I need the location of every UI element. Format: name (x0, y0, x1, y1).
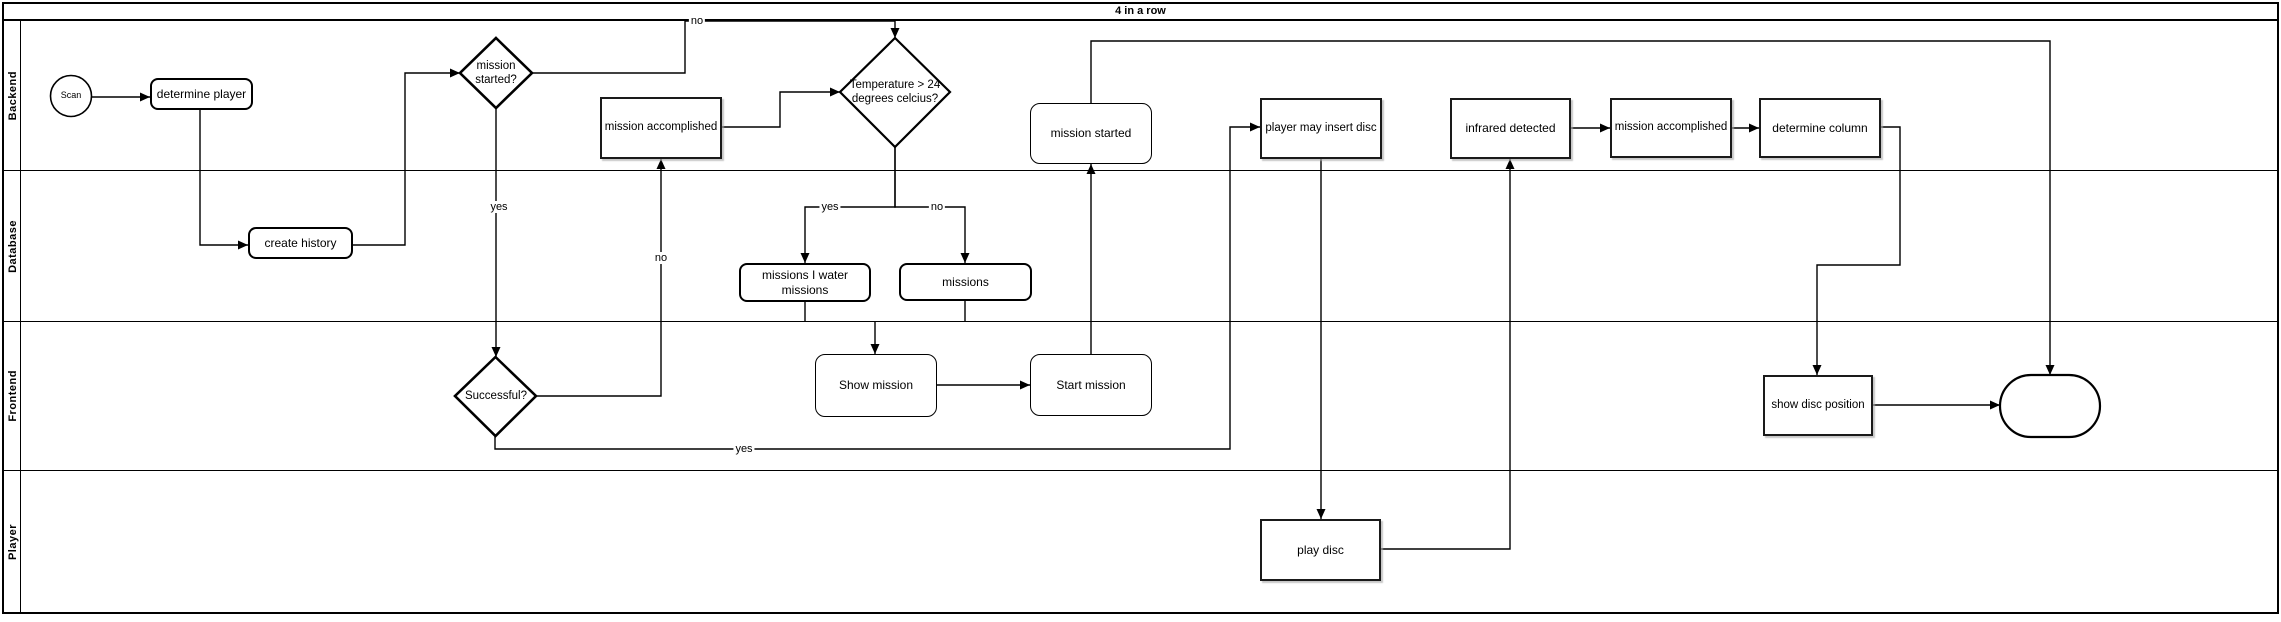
lane-separator-3 (2, 470, 2279, 471)
process-label: create history (264, 235, 337, 250)
task-label: mission accomplished (604, 121, 718, 134)
task-determine-column[interactable]: determine column (1759, 98, 1881, 158)
successful-decision-shape[interactable] (453, 355, 538, 438)
task-label: mission accomplished (1614, 121, 1728, 134)
task-label: play disc (1297, 542, 1344, 557)
lane-label-column-separator (20, 20, 21, 614)
start-event-label: Scan (60, 90, 82, 101)
edge-successful-q-no-to-mission-accomplished-1 (536, 159, 666, 397)
start-event-shape[interactable] (49, 74, 93, 118)
lane-separator-1 (2, 170, 2279, 171)
process-create-history[interactable]: create history (248, 227, 353, 259)
start-event-scan[interactable]: Scan (51, 76, 91, 116)
pool-title: 4 in a row (1115, 5, 1166, 17)
end-event-shape[interactable] (1998, 373, 2102, 439)
task-player-may-insert-disc[interactable]: player may insert disc (1260, 98, 1382, 159)
task-mission-accomplished-2[interactable]: mission accomplished (1610, 98, 1732, 158)
edge-label-no-temperature: no (928, 201, 946, 213)
mission-started-decision-shape[interactable] (458, 36, 534, 110)
decision-label: Successful? (464, 389, 527, 402)
edge-determine-column-to-show-disc-position (1812, 126, 1901, 375)
edge-successful-q-yes-to-player-may-insert-disc (494, 122, 1260, 450)
edge-play-disc-to-infrared-detected (1381, 159, 1515, 550)
edge-mission-started-to-end (1090, 40, 2055, 375)
process-start-mission[interactable]: Start mission (1030, 354, 1152, 416)
edge-mission-started-q-no-to-temperature-q (532, 20, 900, 74)
pool-title-separator (2, 19, 2279, 21)
process-missions-water-missions[interactable]: missions I water missions (739, 263, 871, 302)
decision-label: mission started? (475, 59, 517, 86)
task-play-disc[interactable]: play disc (1260, 519, 1381, 581)
temperature-decision-shape[interactable] (838, 36, 952, 149)
process-label: missions (942, 274, 989, 289)
decision-temperature-label-box[interactable]: Temperature > 24 degrees celcius? (838, 64, 952, 120)
edge-label-no-mission-started: no (688, 15, 706, 27)
edge-determine-player-to-create-history (199, 110, 248, 250)
process-mission-started[interactable]: mission started (1030, 103, 1152, 164)
edge-label-no-successful: no (652, 252, 670, 264)
process-show-mission[interactable]: Show mission (815, 354, 937, 417)
decision-successful-label-box[interactable]: Successful? (453, 382, 539, 410)
process-label: Start mission (1056, 377, 1126, 392)
process-determine-player[interactable]: determine player (150, 78, 253, 110)
edge-create-history-to-mission-started-q (353, 68, 460, 246)
process-label: missions I water missions (761, 268, 849, 297)
task-label: show disc position (1771, 398, 1865, 411)
task-mission-accomplished-1[interactable]: mission accomplished (600, 97, 722, 159)
edge-label-yes-temperature: yes (819, 201, 841, 213)
process-missions[interactable]: missions (899, 263, 1032, 301)
task-label: determine column (1772, 120, 1868, 135)
task-show-disc-position[interactable]: show disc position (1763, 375, 1873, 436)
task-infrared-detected[interactable]: infrared detected (1450, 98, 1571, 159)
edge-mission-accomplished-1-to-temperature-q (722, 87, 840, 128)
process-label: determine player (156, 86, 247, 101)
decision-mission-started-label-box[interactable]: mission started? (458, 51, 534, 95)
process-label: mission started (1050, 126, 1132, 141)
task-label: player may insert disc (1265, 121, 1377, 134)
process-label: Show mission (838, 378, 914, 393)
edge-label-yes-mission-started: yes (488, 201, 510, 213)
task-label: infrared detected (1465, 121, 1556, 136)
edge-label-yes-successful: yes (733, 443, 755, 455)
lane-separator-2 (2, 321, 2279, 322)
decision-label: Temperature > 24 degrees celcius? (849, 78, 941, 105)
